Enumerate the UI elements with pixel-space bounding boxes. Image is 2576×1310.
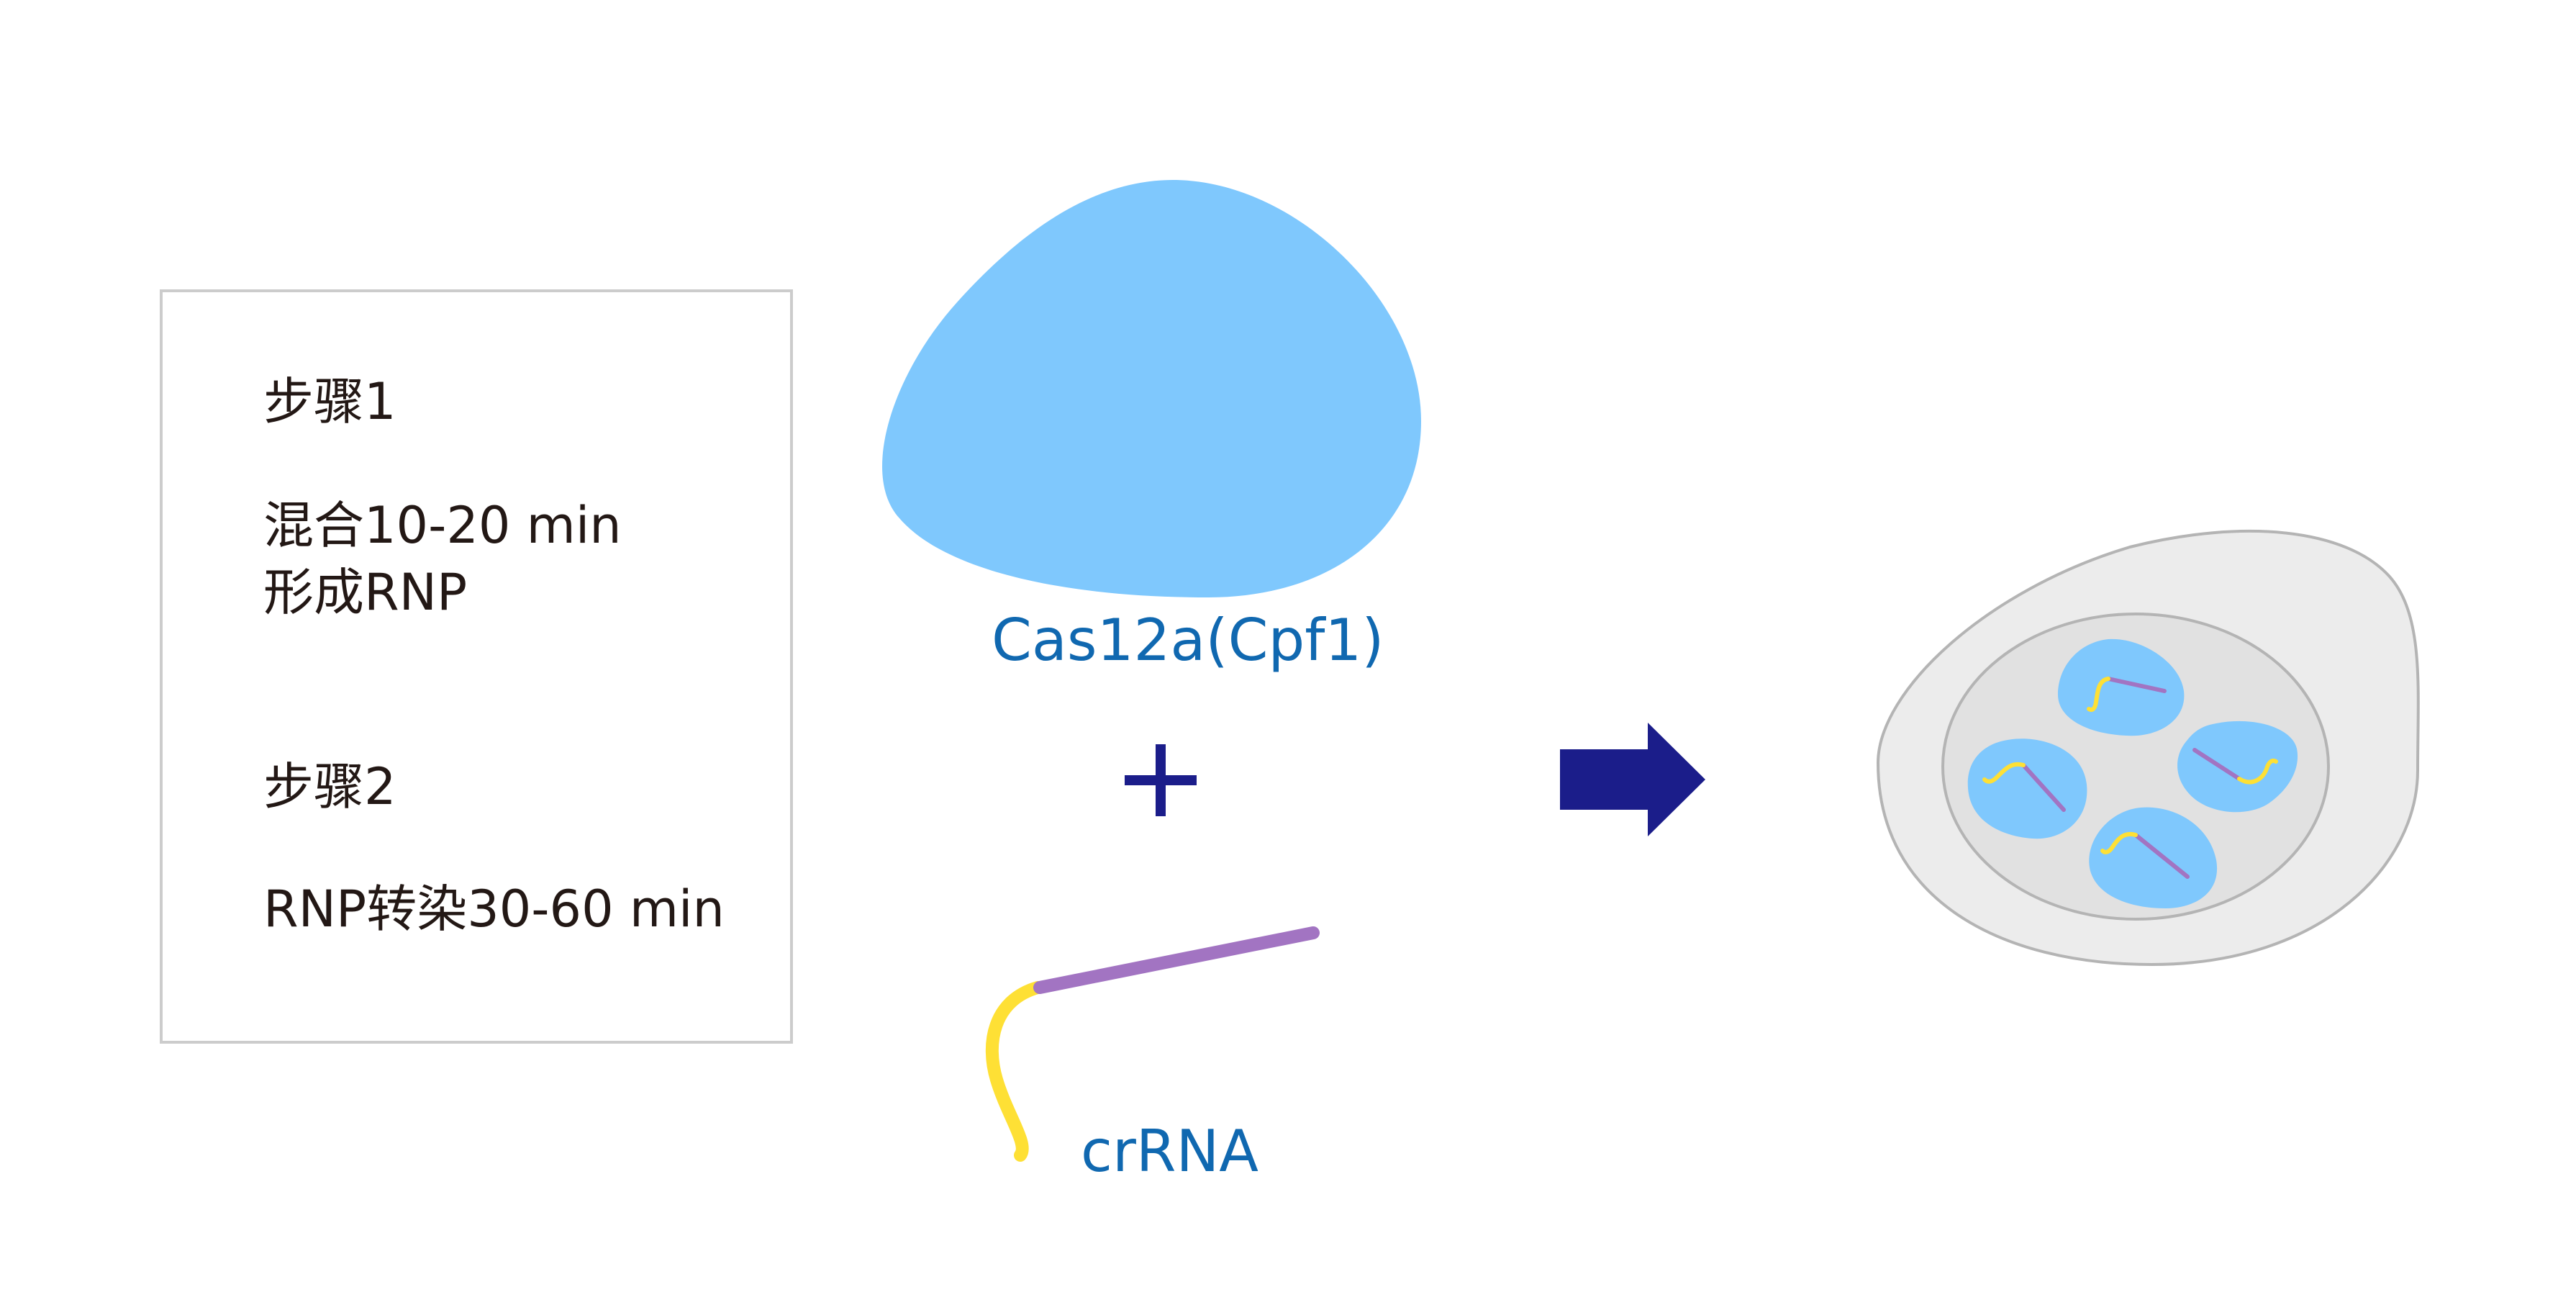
rnp-complex-top: [2058, 638, 2185, 736]
cell-nucleus: [1941, 613, 2330, 921]
cas12a-protein-shape: [882, 180, 1421, 597]
step1-line1: 混合10-20 min: [263, 496, 622, 555]
step2-title: 步骤2: [263, 757, 396, 816]
crrna-strand: [985, 926, 1320, 1162]
cas12a-label: Cas12a(Cpf1): [992, 607, 1384, 674]
step1-title: 步骤1: [263, 372, 396, 431]
rnp-complex-right: [2177, 720, 2298, 813]
rnp-complex-bottom: [2089, 807, 2218, 908]
steps-panel: 步骤1 混合10-20 min 形成RNP 步骤2 RNP转染30-60 min: [160, 289, 793, 1044]
step2-line1: RNP转染30-60 min: [263, 880, 725, 939]
cell: [1876, 529, 2420, 967]
crrna-yellow-segment: [985, 981, 1044, 1162]
crrna-label: crRNA: [1081, 1118, 1259, 1185]
right-arrow-icon: [1560, 723, 1705, 836]
crrna-purple-segment: [1033, 926, 1320, 994]
plus-sign: [1125, 744, 1197, 816]
step1-line2: 形成RNP: [263, 563, 468, 622]
rnp-complex-left: [1967, 738, 2087, 839]
